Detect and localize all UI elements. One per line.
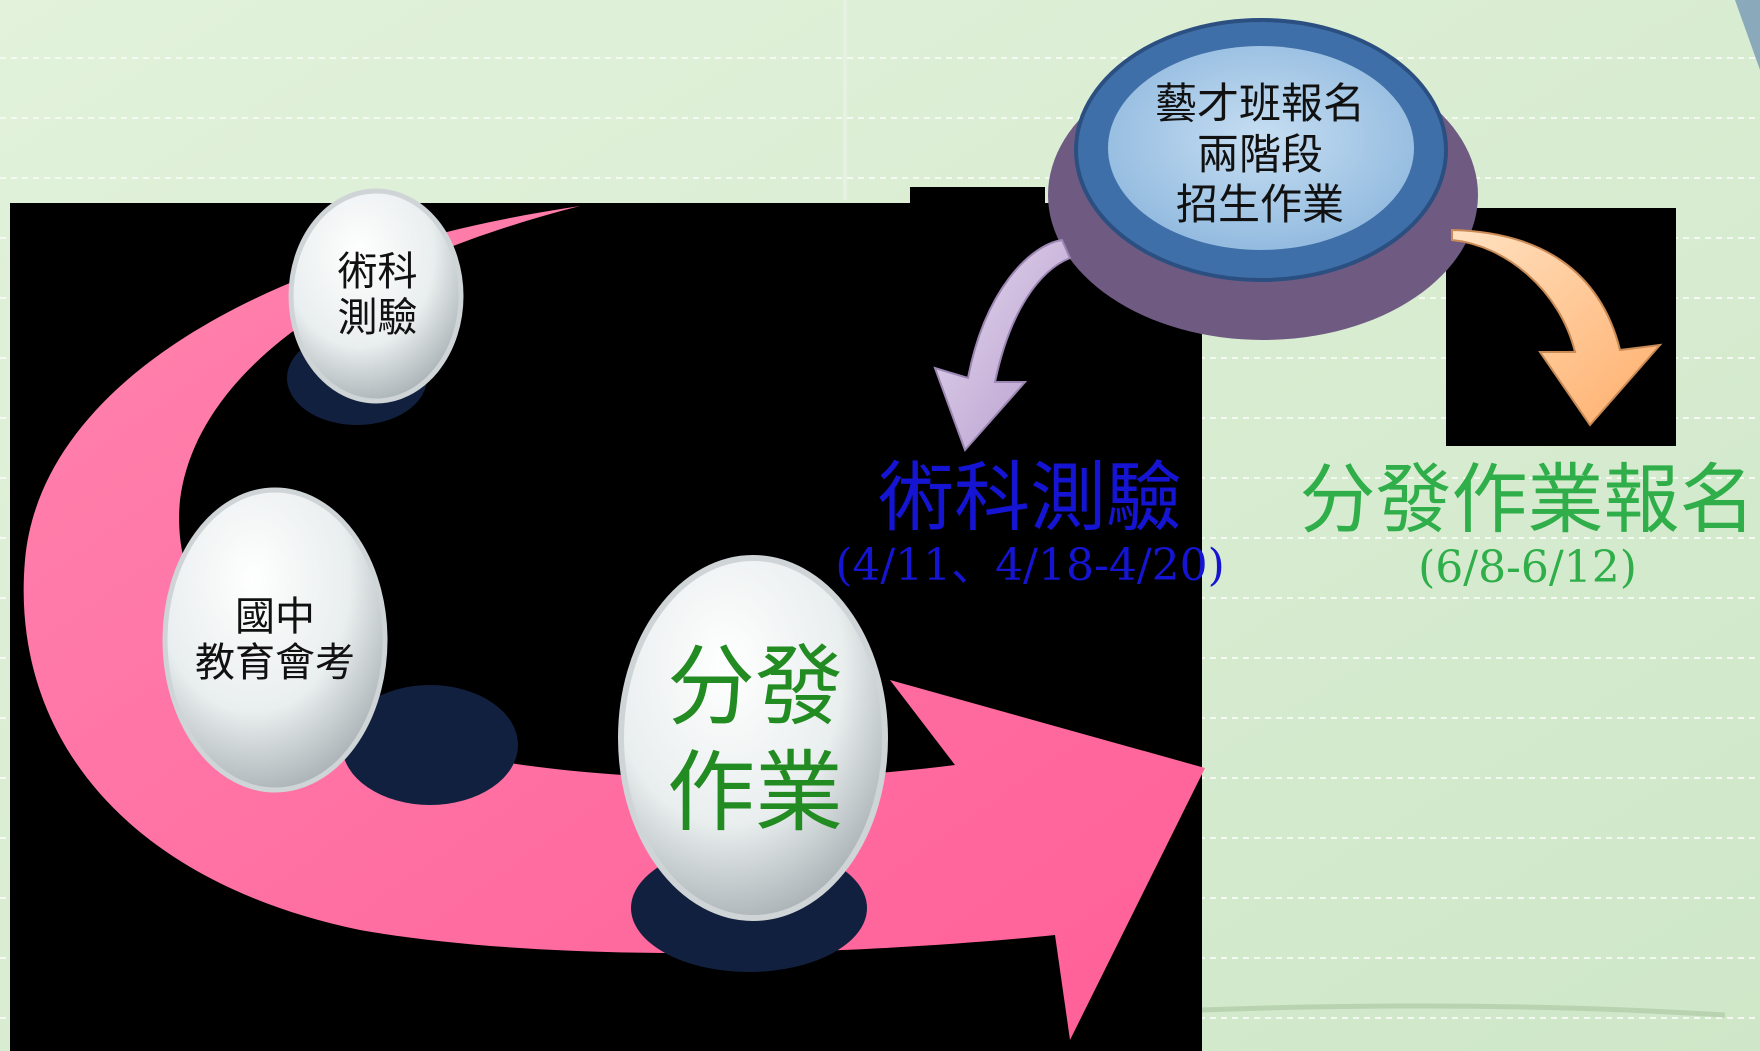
disc-label-line-1: 藝才班報名 — [1154, 79, 1365, 129]
arrow-to-placement — [1451, 228, 1663, 427]
placement-title: 分發作業報名 — [1299, 455, 1756, 544]
disc-label-line-2: 兩階段 — [1196, 129, 1323, 179]
cycle-arrow — [23, 206, 1205, 1040]
step1-label-line-1: 術科 — [337, 249, 418, 295]
corner-curl — [1735, 0, 1760, 70]
disc-face — [1108, 46, 1414, 250]
step2-label-line-1: 國中 — [235, 594, 315, 640]
step2-egg — [162, 487, 388, 793]
page-edge — [1199, 1003, 1726, 1018]
step3-egg — [618, 555, 888, 921]
arrow-to-skill-test — [933, 238, 1072, 452]
placement-branch: 分發作業報名 (6/8-6/12) — [1299, 440, 1756, 610]
step2-label-line-2: 教育會考 — [195, 640, 355, 686]
step2-label: 國中 教育會考 — [165, 585, 385, 695]
step1-egg — [288, 188, 464, 404]
step1-label: 術科 測驗 — [300, 240, 455, 350]
step3-label-line-2: 作業 — [666, 741, 843, 844]
placement-dates: (6/8-6/12) — [1418, 542, 1637, 594]
skill-test-branch: 術科測驗 (4/11、4/18-4/20) — [835, 438, 1225, 608]
backdrop-tab — [910, 187, 1045, 207]
skill-test-dates: (4/11、4/18-4/20) — [835, 540, 1225, 592]
disc-label: 藝才班報名 兩階段 招生作業 — [1130, 79, 1390, 230]
skill-test-title: 術科測驗 — [878, 453, 1182, 542]
step2-shadow — [342, 685, 518, 805]
step3-label-line-1: 分發 — [666, 635, 843, 739]
step1-label-line-2: 測驗 — [337, 295, 418, 341]
step3-label: 分發 作業 — [640, 635, 870, 844]
disc-label-line-3: 招生作業 — [1175, 180, 1344, 230]
